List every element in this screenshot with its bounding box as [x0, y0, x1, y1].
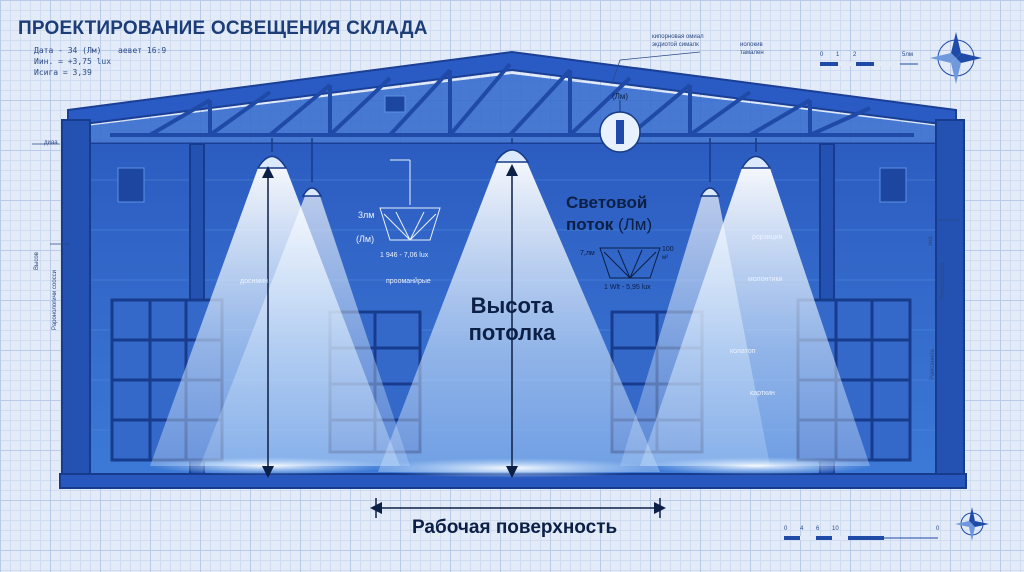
scale-bottom-3: 10 [832, 526, 839, 532]
annotation-right-tag2: молонтики [748, 276, 783, 283]
work-surface-label: Рабочая поверхность [412, 517, 618, 538]
wall-vents [117, 95, 907, 203]
photometric-diagram-right [599, 247, 661, 279]
light-cone-2 [200, 196, 410, 466]
light-cone-5 [640, 168, 870, 466]
light-beams [150, 160, 870, 472]
annotation-lamp: (Лм) [612, 92, 629, 101]
side-label-left-top: диаа [44, 140, 58, 146]
scale-bar-top [820, 62, 918, 66]
ceiling-height-dimension [262, 164, 518, 478]
note-top-left-a: кипорновая омиал [652, 34, 704, 40]
scale-top-0: 0 [820, 52, 824, 58]
annotation-left-shelf: доснмин [240, 278, 268, 285]
ceiling-label-line1: Высота [470, 293, 554, 318]
flux-label-line2: поток [566, 215, 614, 234]
scale-bottom-4: 0 [936, 526, 940, 532]
info-aspect: аевет 16:9 [118, 46, 167, 55]
scale-top-2: 2 [853, 52, 857, 58]
light-pools [150, 457, 871, 478]
annotation-right-m2: м² [662, 255, 669, 261]
note-top-left-b: экдиотой сималк [652, 42, 699, 48]
leader-lines [32, 51, 960, 245]
annotation-right-tag4: карткин [750, 390, 775, 397]
ceiling-height-label: Высота потолка [462, 292, 562, 346]
side-label-left-mid: Высов [34, 252, 40, 270]
flux-label-unit: (Лм) [617, 215, 653, 234]
info-avg: Исига = 3,39 [34, 68, 92, 77]
flux-label: Световой поток (Лм) [566, 192, 652, 236]
annotation-left-lux: 1 946 - 7,06 lux [380, 252, 429, 259]
page-title: ПРОЕКТИРОВАНИЕ ОСВЕЩЕНИЯ СКЛАДА [18, 18, 428, 39]
scale-bottom-0: 0 [784, 526, 788, 532]
side-label-left-long: Раронологичи соосси [52, 269, 58, 330]
annotation-left-sym: 3лм [358, 210, 375, 220]
scale-top-3: 5лм [902, 52, 913, 58]
scale-top-1: 1 [836, 52, 840, 58]
lamp-detail-callout [599, 100, 641, 153]
scale-bar-bottom [784, 536, 938, 540]
annotation-left-tag: прооманйрые [386, 278, 431, 285]
annotation-left-sym2: (Лм) [356, 234, 375, 244]
light-cone-3 [378, 160, 660, 472]
work-surface-dimension [370, 498, 666, 518]
flux-label-line1: Световой [566, 193, 648, 212]
roof-truss [110, 62, 914, 137]
note-top-right-b: тамален [740, 50, 764, 56]
pendant-lamp-icon [256, 138, 772, 197]
scale-bottom-1: 4 [800, 526, 804, 532]
side-label-right-top: зна [928, 236, 934, 246]
annotation-right-tag3: колатоп [730, 348, 756, 355]
scale-bottom-2: 6 [816, 526, 820, 532]
photometric-diagram-left [379, 159, 441, 241]
side-label-right-v1: Рамсанипа [930, 349, 936, 380]
annotation-right-lux: 1 Wlt - 5,95 lux [604, 284, 651, 291]
annotation-right-100: 100 [662, 246, 674, 253]
info-min: Иин. = +3,75 lux [34, 57, 112, 66]
annotation-right-tag1: рорзиция [752, 234, 783, 241]
side-label-right-v2: Рамсанисана [940, 262, 946, 300]
note-top-right-a: иолокив [740, 42, 763, 48]
ceiling-label-line2: потолка [468, 320, 556, 345]
compass-rose-small-icon [955, 507, 989, 541]
annotation-right-7lm: 7,лм [580, 250, 595, 257]
info-date: Дата - 34 (Лм) [34, 46, 102, 55]
compass-rose-icon [930, 32, 982, 84]
